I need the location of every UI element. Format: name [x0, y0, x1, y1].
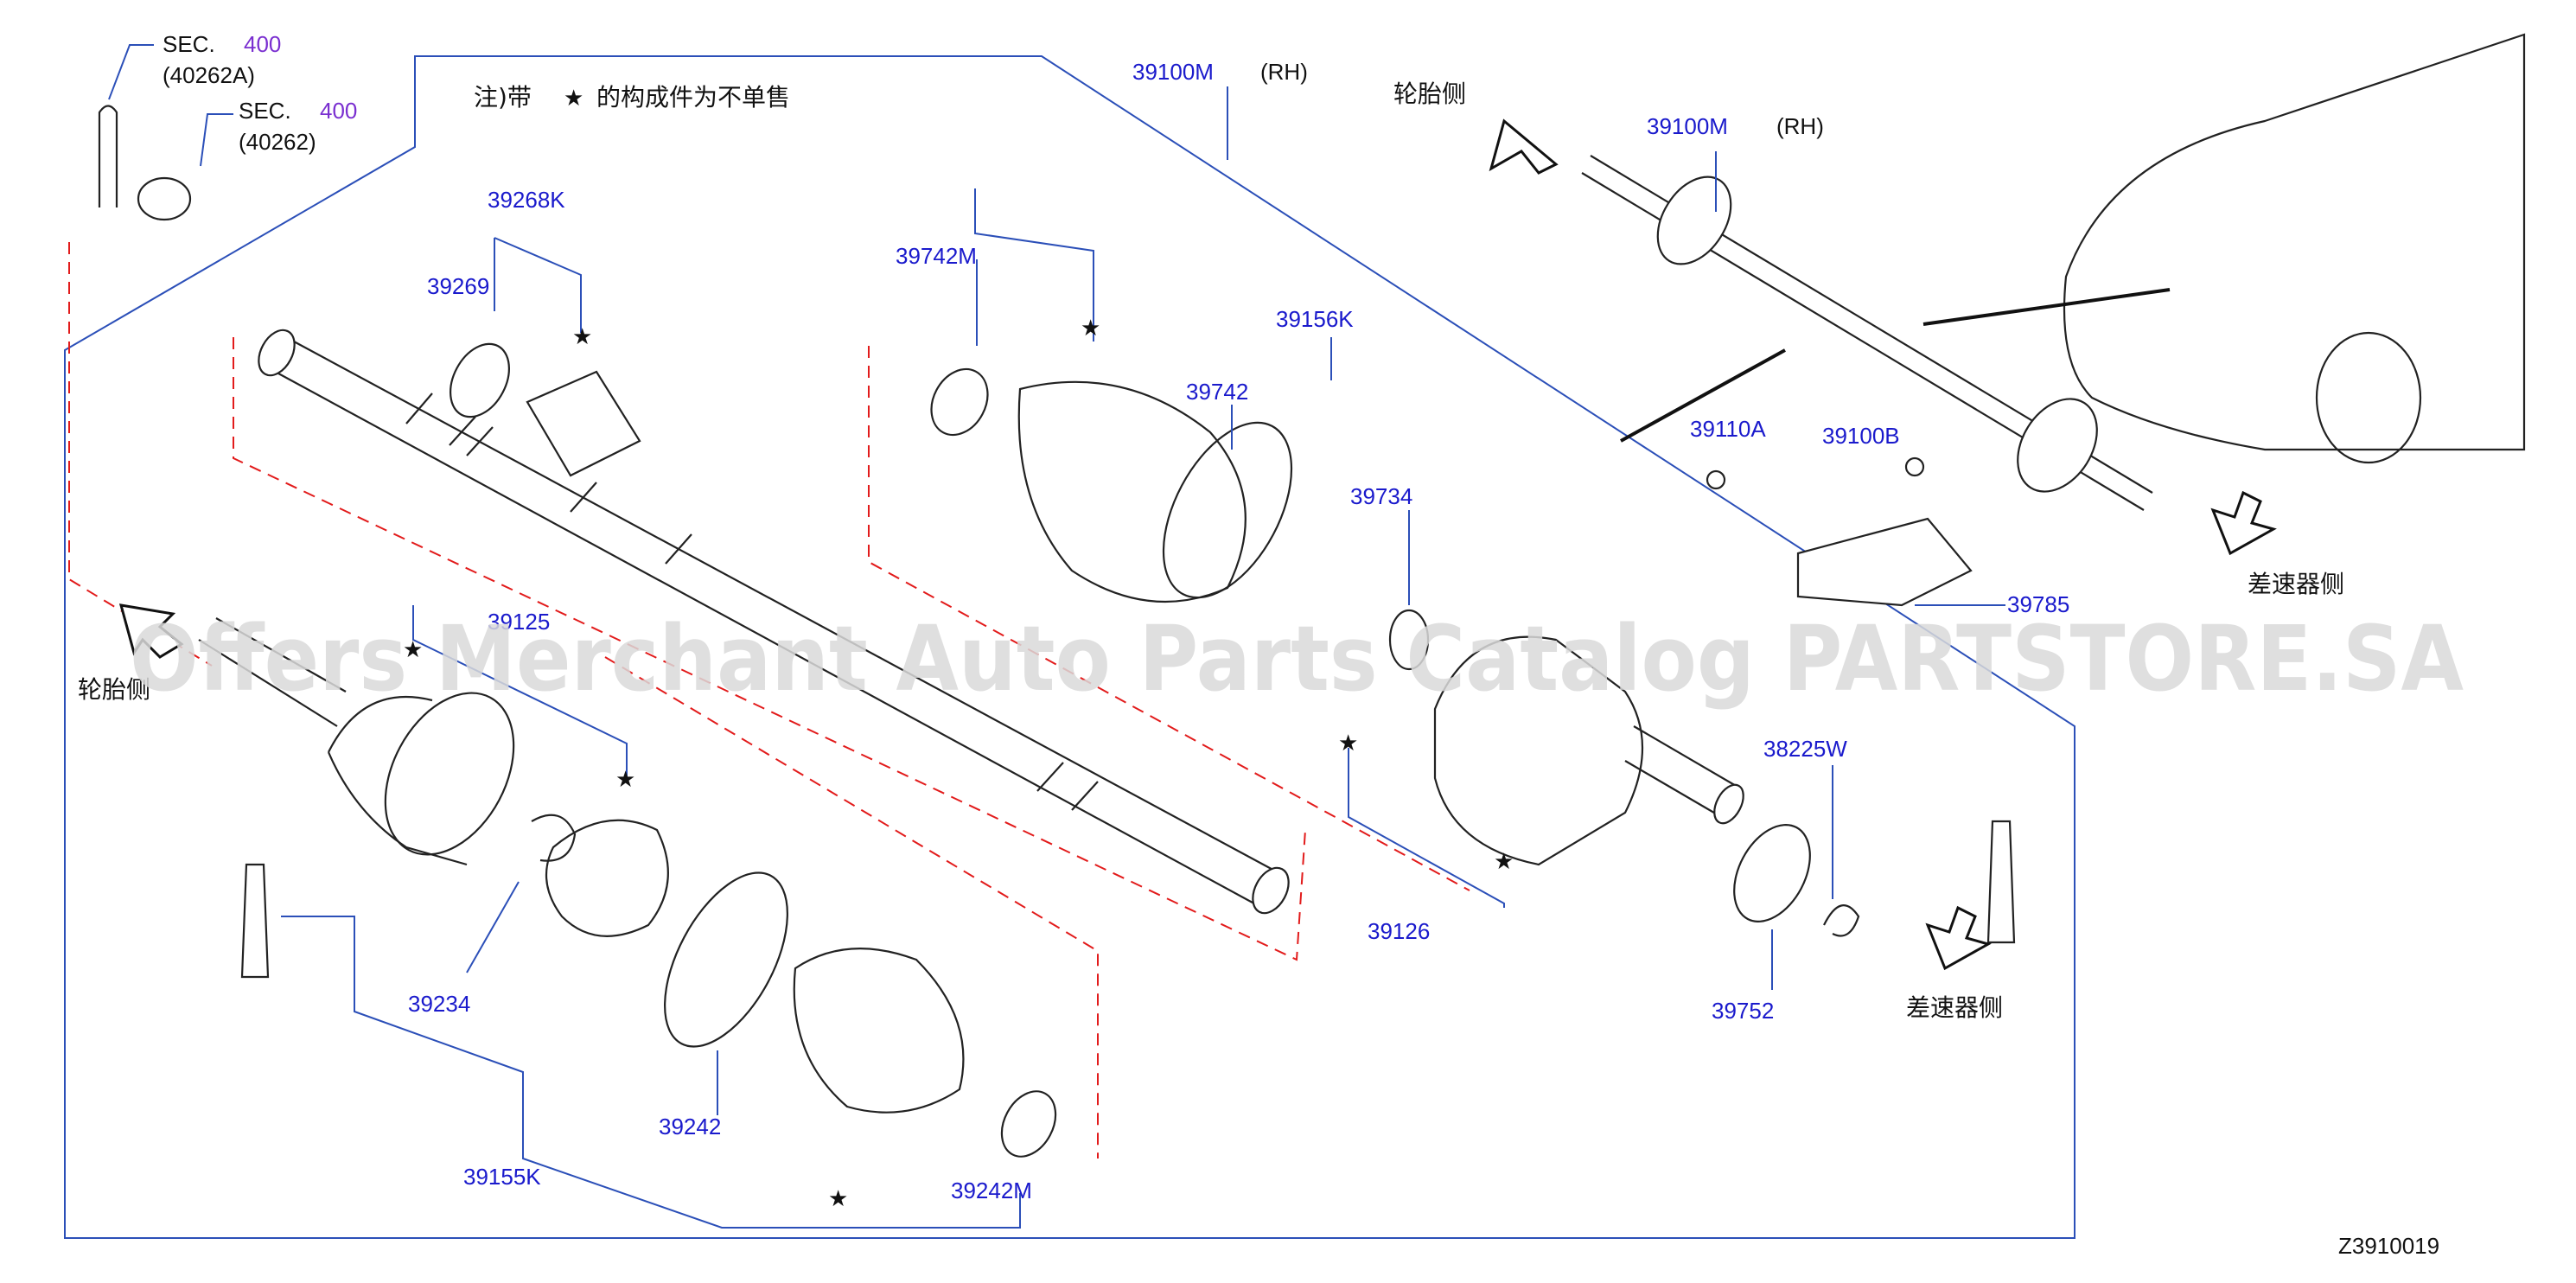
arrow-wheel-side-left — [118, 603, 184, 659]
arrow-wheel-side-top — [1489, 118, 1559, 175]
part-label-39100M-rh[interactable]: 39100M — [1647, 113, 1728, 139]
bracket-39785 — [1796, 517, 1973, 607]
leader-39268K — [494, 237, 582, 333]
part-label-39742[interactable]: 39742 — [1186, 379, 1248, 405]
part-label-39234[interactable]: 39234 — [408, 991, 470, 1017]
band-39269 — [450, 342, 510, 418]
sec-ref-label: SEC. — [239, 98, 291, 124]
snap-ring-38225W — [1823, 904, 1860, 937]
part-label-39125[interactable]: 39125 — [488, 609, 550, 635]
sec-ref-number: 400 — [320, 98, 357, 124]
part-label-39742M[interactable]: 39742M — [896, 243, 977, 269]
boot-39242 — [664, 871, 1057, 1158]
grease-tube-left — [240, 863, 270, 979]
sec-ref-number: 400 — [244, 31, 281, 57]
star-marker: ★ — [1081, 315, 1100, 341]
sec-ref-label: SEC. — [163, 31, 215, 57]
nut-39100B — [1904, 456, 1925, 477]
sec-ref-code: (40262) — [239, 129, 316, 155]
nut-40262 — [137, 176, 192, 221]
pointer-to-shaft-1 — [1922, 288, 2171, 326]
inner-cv-joint — [1433, 635, 1744, 866]
bearing-39734 — [1388, 609, 1430, 671]
star-marker: ★ — [1494, 848, 1514, 874]
drive-shaft — [258, 329, 1290, 915]
outer-cv-joint — [198, 617, 515, 866]
bolt-39110A — [1706, 469, 1726, 490]
dashed-group-shaft — [233, 337, 1306, 961]
part-label-39100M[interactable]: 39100M — [1132, 59, 1214, 85]
arrow-diff-side-right — [2210, 490, 2277, 556]
part-label-39126[interactable]: 39126 — [1368, 918, 1430, 944]
diagram-code: Z3910019 — [2338, 1233, 2439, 1259]
part-label-39242[interactable]: 39242 — [659, 1114, 721, 1139]
assembly-frame — [64, 55, 2075, 1239]
part-label-rh: (RH) — [1260, 59, 1308, 85]
sec-ref-code: (40262A) — [163, 62, 255, 88]
star-marker: ★ — [403, 636, 423, 662]
label-diff-side-right: 差速器侧 — [2248, 570, 2344, 598]
leader-39126 — [1348, 748, 1505, 908]
star-marker: ★ — [1338, 730, 1358, 756]
part-label-39155K[interactable]: 39155K — [463, 1164, 541, 1190]
star-marker: ★ — [615, 766, 635, 792]
star-marker: ★ — [572, 323, 592, 349]
leader-39742M-bracket — [974, 188, 1094, 341]
part-label-39269[interactable]: 39269 — [427, 273, 489, 299]
watermark: Offers Merchant Auto Parts Catalog PARTS… — [130, 606, 2464, 712]
part-label-39268K[interactable]: 39268K — [488, 187, 565, 213]
label-diff-side-mid: 差速器侧 — [1906, 993, 2003, 1022]
seal-39752 — [1733, 824, 1811, 922]
star-marker: ★ — [828, 1185, 848, 1211]
leader-39155K — [281, 916, 1021, 1229]
part-label-38225W[interactable]: 38225W — [1763, 736, 1847, 762]
leader-sec-40262 — [200, 113, 233, 167]
vehicle-outline — [2063, 33, 2526, 464]
leader-39125 — [412, 605, 628, 782]
leader-sec-40262A — [108, 44, 154, 100]
pointer-to-shaft-2 — [1620, 348, 1786, 443]
snap-ring-39234 — [531, 814, 577, 862]
label-wheel-side-top: 轮胎侧 — [1393, 80, 1466, 108]
boot-39742 — [930, 367, 1293, 603]
note-suffix: 的构成件为不单售 — [596, 83, 790, 112]
note-star: ★ — [564, 85, 583, 111]
part-label-39752[interactable]: 39752 — [1712, 998, 1774, 1024]
part-label-39734[interactable]: 39734 — [1350, 483, 1412, 509]
leader-39234 — [466, 881, 520, 973]
part-label-rh-2: (RH) — [1776, 113, 1824, 139]
part-label-39242M[interactable]: 39242M — [951, 1178, 1032, 1203]
part-label-39156K[interactable]: 39156K — [1276, 306, 1354, 332]
cotter-pin-40262A — [98, 105, 118, 207]
rh-shaft-assembly — [1581, 155, 2153, 511]
arrow-diff-side-mid — [1925, 905, 1992, 971]
part-label-39100B[interactable]: 39100B — [1822, 423, 1900, 449]
part-label-39110A[interactable]: 39110A — [1690, 416, 1766, 442]
damper-39268K — [526, 370, 641, 477]
note-prefix: 注)带 — [474, 83, 532, 112]
part-label-39785[interactable]: 39785 — [2007, 591, 2069, 617]
label-wheel-side-left: 轮胎侧 — [78, 675, 150, 704]
grease-tube-right — [1986, 820, 2016, 944]
spider-39125 — [545, 819, 669, 937]
